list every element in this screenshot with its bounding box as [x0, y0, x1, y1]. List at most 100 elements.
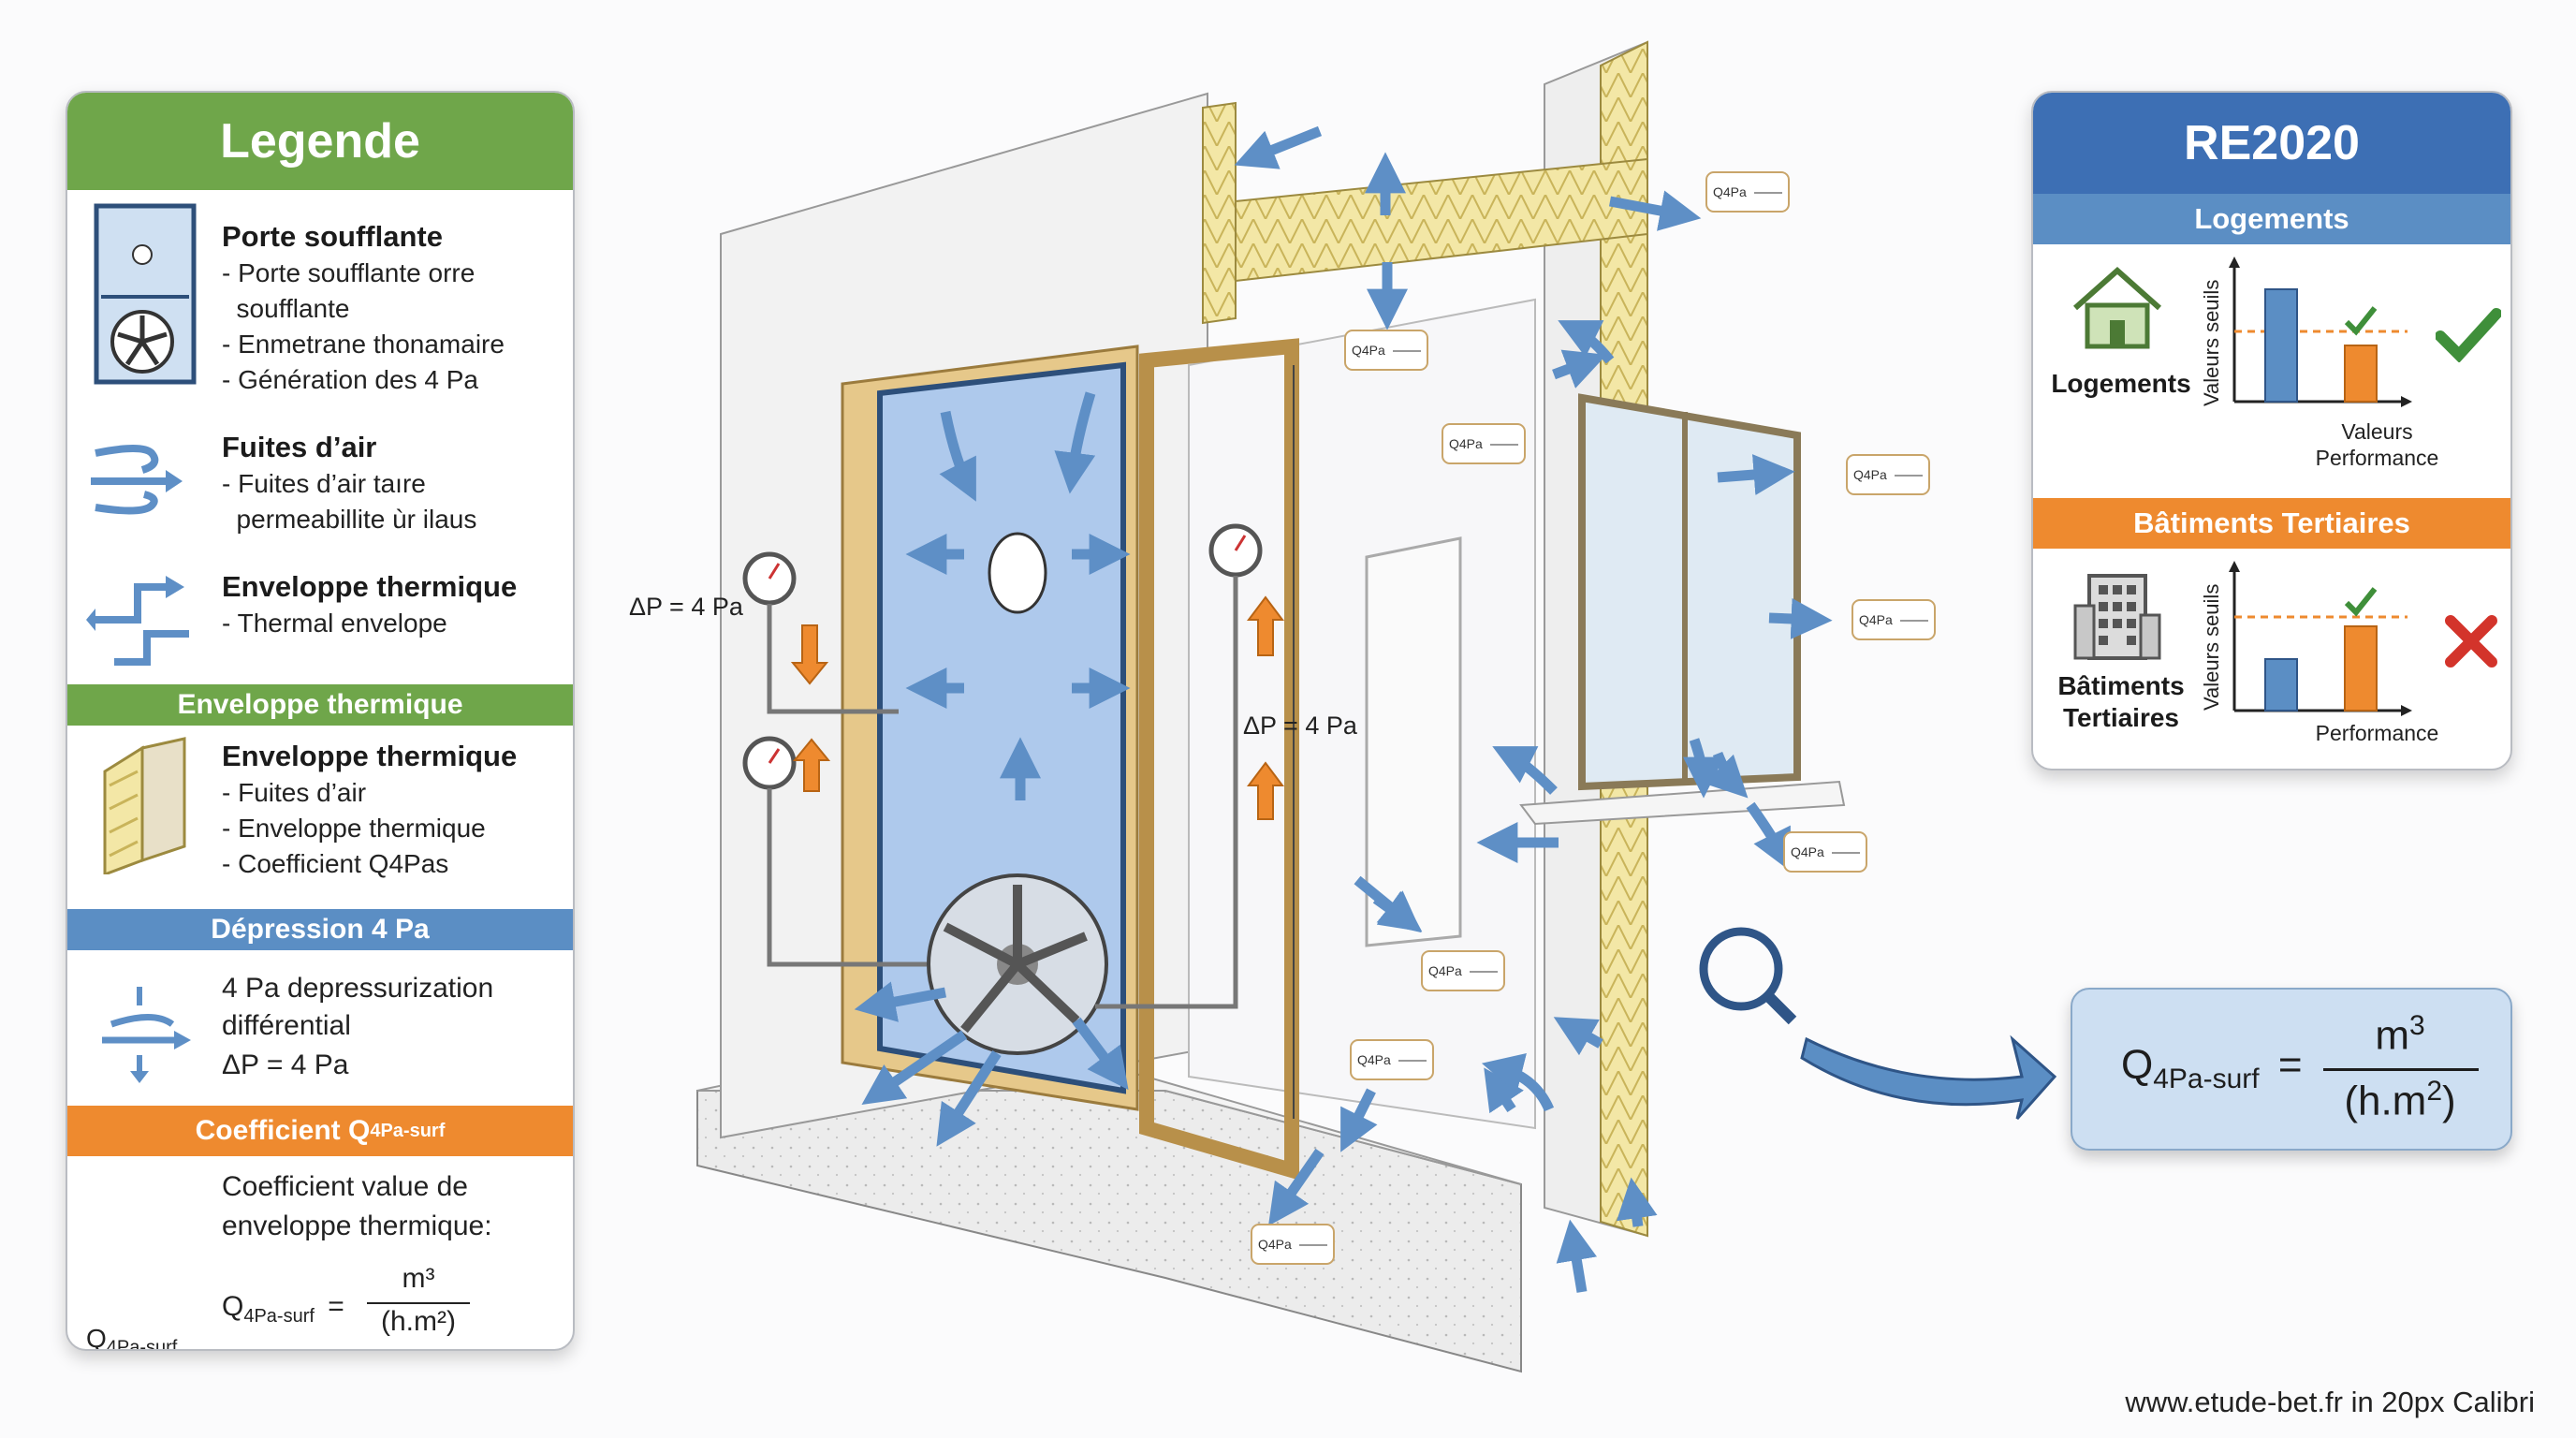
coefficient-header-text: Coefficient Q — [195, 1115, 371, 1146]
tertiaires-label-2: Tertiaires — [2063, 703, 2179, 732]
legend-item-air-leaks: Fuites d’air - Fuites d’air taıre permea… — [67, 425, 573, 537]
tertiaires-header: Bâtiments Tertiaires — [2033, 498, 2510, 549]
logements-label: Logements — [2051, 369, 2191, 398]
legend-item-title: Porte soufflante — [222, 220, 443, 253]
legend-formula: Q4Pa-surf = m³ (h.m²) — [222, 1263, 549, 1347]
q4pa-tag: Q4Pa — [1251, 1224, 1335, 1265]
legend-title: Legende — [67, 93, 573, 190]
q4pa-tag: Q4Pa — [1442, 423, 1526, 464]
legend-item-line: - Fuites d’air taıre — [222, 469, 426, 498]
legend-item-line: - Génération des 4 Pa — [222, 365, 478, 394]
q4pa-tag: Q4Pa — [1852, 599, 1936, 640]
q4pa-tag: Q4Pa — [1421, 950, 1505, 991]
svg-text:Q4Pa: Q4Pa — [1853, 467, 1887, 482]
formula-denominator: (h.m2) — [2344, 1076, 2456, 1124]
svg-text:Q4Pa: Q4Pa — [1791, 844, 1824, 859]
legend-item-envelope: Enveloppe thermique - Thermal envelope — [67, 568, 573, 671]
legend-item-line: - Fuites d’air — [222, 778, 367, 807]
legend-section-depression: 4 Pa depressurization différential ΔP = … — [67, 963, 573, 1104]
q4pa-tag: Q4Pa — [1705, 171, 1790, 213]
formula-box: Q4Pa-surf = m3 (h.m2) — [2071, 988, 2512, 1151]
check-icon — [2436, 308, 2501, 362]
tertiaires-y-axis-label: Valeurs seuils — [2200, 583, 2223, 711]
office-building-icon — [2073, 574, 2161, 660]
legend-item-title: Enveloppe thermique — [222, 740, 518, 772]
interior-room — [1188, 298, 1536, 1130]
performance-bar — [2344, 345, 2378, 403]
svg-text:Q4Pa: Q4Pa — [1428, 963, 1462, 978]
legend-item-line: différential — [222, 1010, 351, 1041]
legend-panel: Legende Porte soufflante - Porte souffla… — [66, 91, 575, 1351]
svg-text:Q4Pa: Q4Pa — [1258, 1237, 1292, 1252]
formula-numerator: m3 — [2375, 1010, 2425, 1059]
legend-item-line: Coefficient value de — [222, 1171, 468, 1202]
threshold-bar — [2264, 658, 2298, 712]
big-arrow-to-formula — [1800, 1034, 2057, 1120]
pressure-gauge-right — [1095, 523, 1263, 1009]
logements-x-label-1: Valeurs — [2341, 419, 2413, 444]
tertiaires-mini-chart — [2229, 561, 2412, 716]
blower-door-icon — [94, 203, 197, 385]
legend-item-line: - Porte soufflante orre — [222, 258, 476, 287]
legend-item-line: ΔP = 4 Pa — [222, 1049, 349, 1080]
insulation-layer-icon — [103, 737, 186, 874]
formula-lhs: Q4Pa-surf = — [2121, 1042, 2303, 1094]
legend-item-line: enveloppe thermique: — [222, 1211, 492, 1241]
logements-x-label-2: Performance — [2315, 446, 2439, 470]
small-check-icon — [2344, 587, 2378, 617]
legend-item-line: - Enveloppe thermique — [222, 814, 486, 843]
legend-item-line: - Enmetrane thonamaire — [222, 330, 505, 359]
air-leak-icon — [91, 445, 183, 515]
formula-fraction-bar — [2323, 1068, 2479, 1071]
threshold-bar — [2264, 288, 2298, 403]
tertiaires-x-label: Performance — [2315, 721, 2439, 745]
air-leak-arrows — [854, 125, 1833, 1293]
performance-bar — [2344, 625, 2378, 712]
legend-item-title: Enveloppe thermique — [222, 570, 518, 603]
legend-item-line: - Coefficient Q4Pas — [222, 849, 449, 878]
svg-text:Q4Pa: Q4Pa — [1859, 612, 1893, 627]
logements-header: Logements — [2033, 194, 2510, 244]
q4pa-tag: Q4Pa — [1846, 454, 1930, 495]
svg-text:Q4Pa: Q4Pa — [1352, 343, 1385, 358]
legend-section-coefficient: Q4Pa-surf Coefficient value de enveloppe… — [67, 1169, 573, 1349]
logements-mini-chart — [2229, 257, 2412, 407]
legend-item-line: soufflante — [222, 294, 350, 323]
pressure-gauge-left-top — [742, 551, 899, 714]
envelope-arrows-icon — [86, 576, 189, 666]
coefficient-symbol: Q4Pa-surf — [86, 1324, 178, 1351]
q4pa-tag: Q4Pa — [1783, 831, 1867, 873]
house-icon — [2073, 266, 2161, 349]
magnifier-icon — [1699, 927, 1797, 1025]
q4pa-tag: Q4Pa — [1350, 1039, 1434, 1080]
svg-text:Q4Pa: Q4Pa — [1713, 184, 1747, 199]
legend-item-line: permeabillite ùr ilaus — [222, 505, 477, 534]
delta-p-right-label: ΔP = 4 Pa — [1243, 712, 1357, 740]
cross-icon — [2445, 615, 2497, 668]
q4pa-tag: Q4Pa — [1344, 330, 1428, 371]
fan-unit — [927, 873, 1108, 1055]
logements-y-axis-label: Valeurs seuils — [2200, 279, 2223, 406]
window — [1519, 393, 1846, 826]
small-check-icon — [2344, 306, 2378, 336]
re2020-panel: RE2020 Logements Logements Valeurs seuil… — [2031, 91, 2512, 770]
wooden-door-frame — [1139, 338, 1299, 1181]
legend-item-blower-door: Porte soufflante - Porte soufflante orre… — [67, 203, 573, 394]
depression-arrows-icon — [102, 987, 191, 1083]
pressure-gauge-left-bottom — [742, 736, 927, 967]
legend-item-line: - Thermal envelope — [222, 609, 447, 638]
legend-section-envelope: Enveloppe thermique - Fuites d’air - Env… — [67, 734, 573, 884]
coefficient-header-sub: 4Pa-surf — [370, 1120, 446, 1141]
section-header-depression: Dépression 4 Pa — [67, 909, 573, 950]
orange-arrows — [790, 595, 1284, 820]
legend-item-title: Fuites d’air — [222, 431, 377, 463]
tertiaires-label-1: Bâtiments — [2057, 671, 2185, 700]
section-header-envelope: Enveloppe thermique — [67, 684, 573, 726]
footer-credit: www.etude-bet.fr in 20px Calibri — [2125, 1386, 2535, 1418]
delta-p-left-label: ΔP = 4 Pa — [629, 593, 743, 621]
legend-item-line: 4 Pa depressurization — [222, 973, 494, 1004]
re2020-title: RE2020 — [2033, 93, 2510, 194]
svg-text:Q4Pa: Q4Pa — [1449, 436, 1483, 451]
